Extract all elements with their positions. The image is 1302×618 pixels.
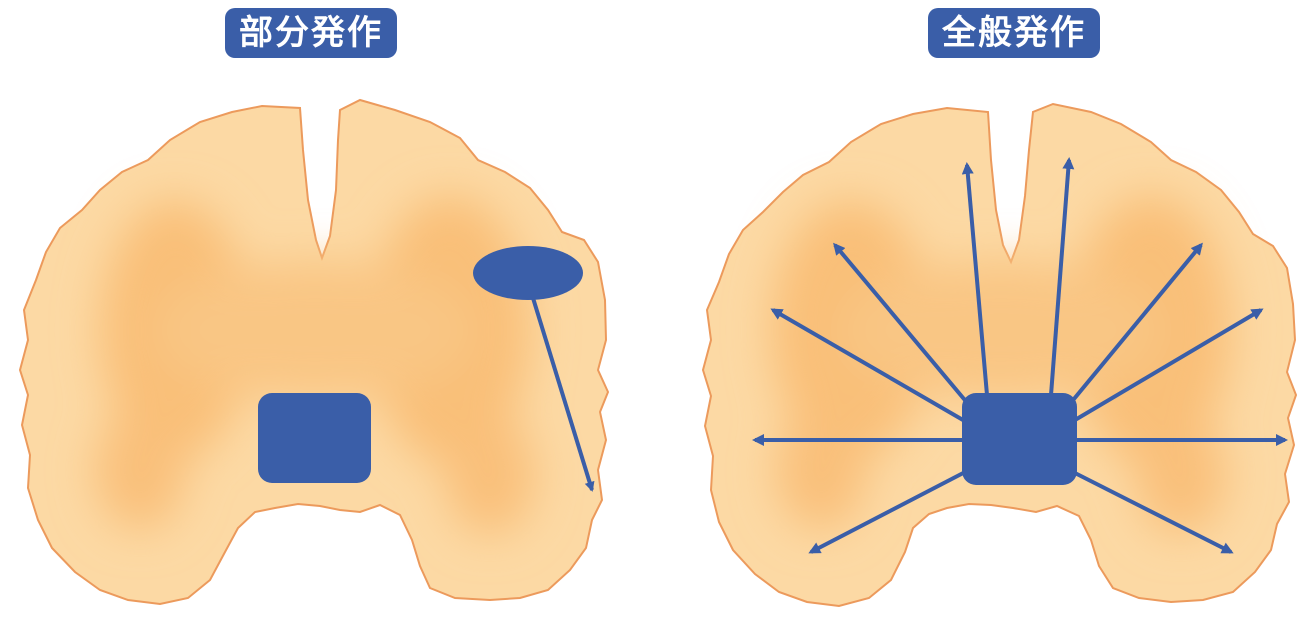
- partial-seizure-panel: 部分発作: [0, 0, 651, 618]
- partial-seizure-diagram: [0, 0, 651, 618]
- generalized-seizure-diagram: [651, 0, 1302, 618]
- cortical-focus-ellipse: [473, 246, 583, 300]
- deep-focus-block: [258, 393, 371, 483]
- panel-title: 全般発作: [928, 8, 1100, 58]
- panel-title: 部分発作: [225, 8, 397, 58]
- generalized-seizure-panel: 全般発作: [651, 0, 1302, 618]
- generalized-focus-block: [962, 393, 1077, 485]
